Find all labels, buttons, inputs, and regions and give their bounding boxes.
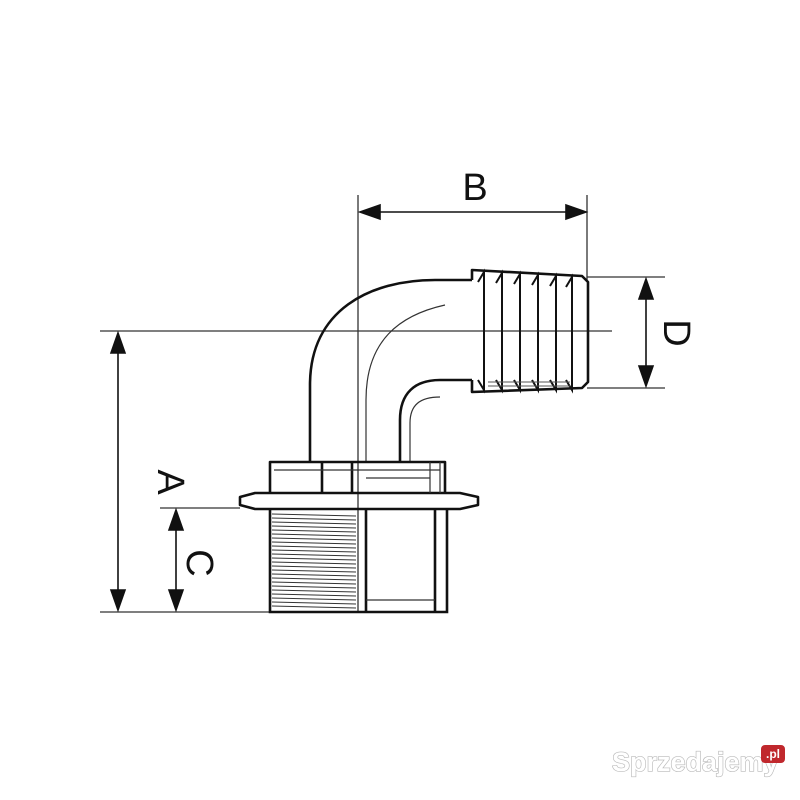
thread-line bbox=[271, 593, 357, 597]
arrow-d-top bbox=[637, 276, 655, 300]
thread-line bbox=[271, 529, 357, 533]
barb-rib-hatch bbox=[488, 381, 570, 387]
section-inner-lines bbox=[365, 304, 446, 462]
hex-nut bbox=[238, 460, 480, 511]
thread-line bbox=[271, 545, 357, 549]
dimension-label-d: D bbox=[655, 319, 697, 346]
arrow-a-top bbox=[109, 330, 127, 354]
arrow-b-left bbox=[357, 203, 381, 221]
thread-line bbox=[271, 565, 357, 569]
watermark-badge-text: .pl bbox=[766, 747, 780, 761]
thread-line bbox=[271, 605, 357, 609]
arrow-a-bottom bbox=[109, 589, 127, 613]
thread-line bbox=[271, 577, 357, 581]
barb-rib bbox=[565, 273, 573, 394]
barb-rib bbox=[477, 268, 485, 394]
barb-rib bbox=[513, 270, 521, 394]
bore-line-upper bbox=[365, 304, 446, 462]
threaded-section bbox=[268, 509, 449, 614]
thread-line bbox=[271, 561, 357, 565]
elbow-body bbox=[308, 268, 590, 462]
thread-line bbox=[271, 557, 357, 561]
barb-rib bbox=[495, 269, 503, 394]
thread-line bbox=[271, 581, 357, 585]
thread-line bbox=[271, 517, 357, 521]
thread-line bbox=[271, 585, 357, 589]
reference-lines bbox=[100, 195, 665, 613]
thread-line bbox=[271, 569, 357, 573]
elbow-outer-curve bbox=[308, 278, 472, 462]
thread-line bbox=[271, 521, 357, 525]
arrow-b-right bbox=[565, 203, 589, 221]
hex-nut-top bbox=[268, 460, 447, 493]
dimension-label-b: B bbox=[462, 167, 487, 209]
thread-line bbox=[271, 549, 357, 553]
arrow-d-bottom bbox=[637, 365, 655, 389]
arrow-c-top bbox=[167, 507, 185, 531]
thread-line bbox=[271, 525, 357, 529]
barb-ribs bbox=[477, 268, 573, 394]
thread-line bbox=[271, 573, 357, 577]
hose-barb-outline bbox=[470, 268, 590, 394]
thread-line bbox=[271, 537, 357, 541]
watermark: Sprzedajemy .pl bbox=[611, 745, 785, 778]
dimension-label-c: C bbox=[178, 549, 220, 576]
thread-line bbox=[271, 541, 357, 545]
hex-nut-detail bbox=[274, 462, 441, 493]
thread-line bbox=[271, 589, 357, 593]
dimension-lines bbox=[109, 203, 655, 613]
bore-line-lower bbox=[409, 396, 441, 462]
barb-rib bbox=[549, 272, 557, 394]
watermark-badge bbox=[761, 745, 785, 763]
thread-lines bbox=[271, 513, 357, 609]
dimension-label-a: A bbox=[149, 469, 191, 495]
watermark-text: Sprzedajemy bbox=[612, 747, 779, 777]
thread-line bbox=[271, 601, 357, 605]
thread-line bbox=[271, 553, 357, 557]
thread-outline bbox=[268, 509, 449, 614]
thread-line bbox=[271, 513, 357, 517]
arrow-c-bottom bbox=[167, 589, 185, 613]
thread-line bbox=[271, 597, 357, 601]
thread-line bbox=[271, 533, 357, 537]
barb-rib bbox=[531, 271, 539, 394]
flange-collar bbox=[238, 491, 480, 511]
elbow-inner-curve bbox=[398, 378, 472, 462]
